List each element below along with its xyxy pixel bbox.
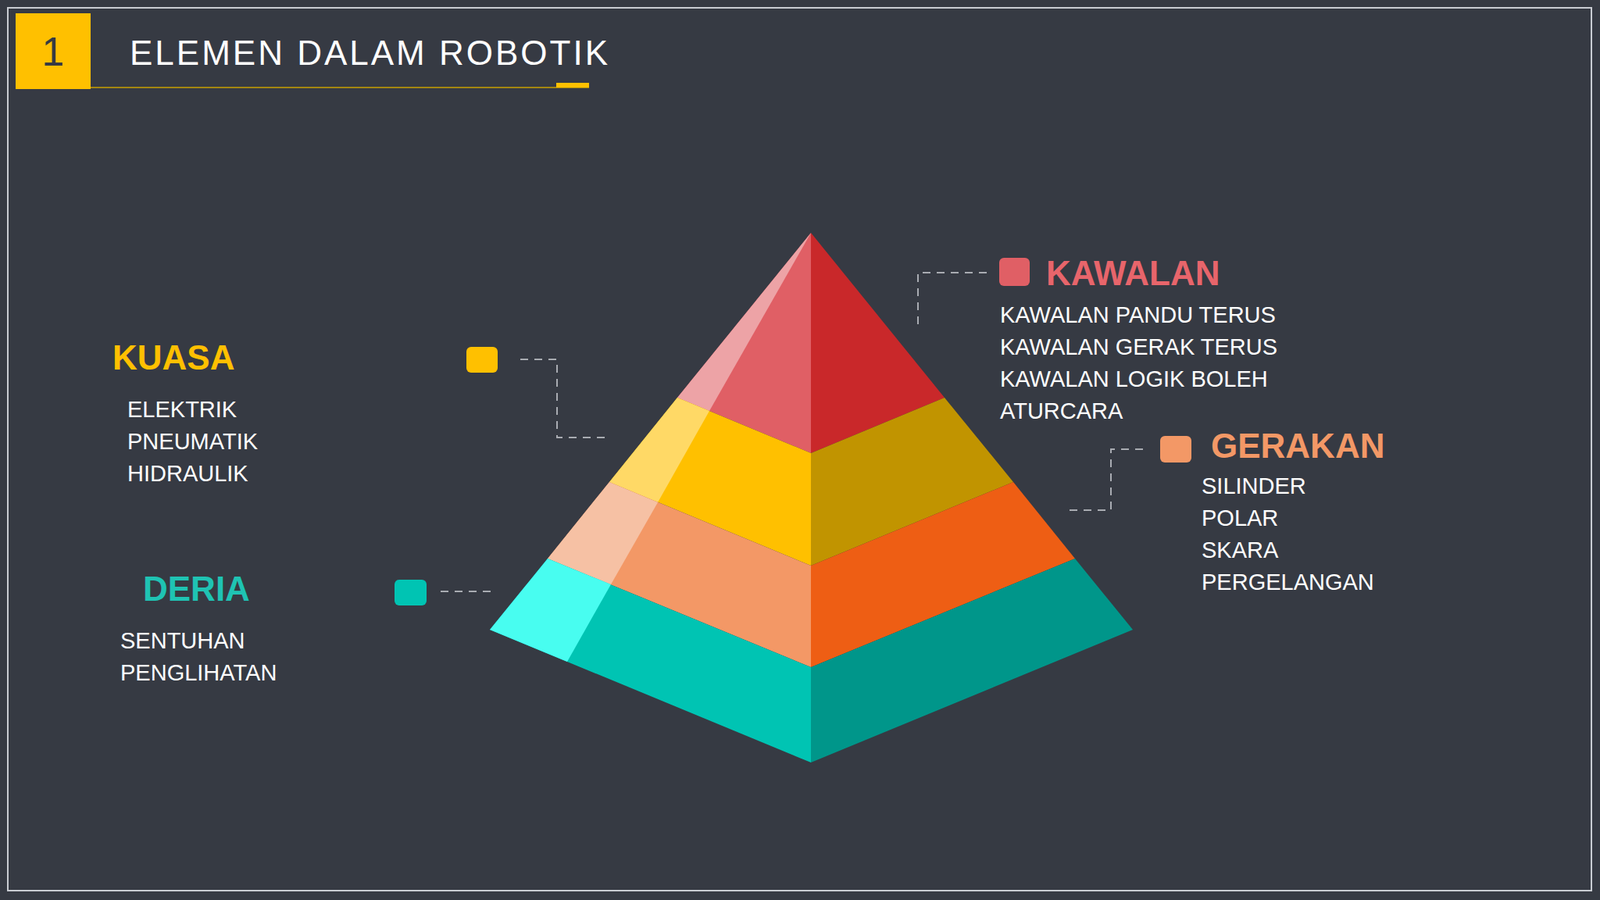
color-swatch xyxy=(1160,435,1192,463)
list-item: SENTUHAN xyxy=(120,625,281,658)
pyramid-highlight xyxy=(489,558,611,662)
list-item: KAWALAN PANDU TERUS xyxy=(1000,299,1329,332)
list-item: POLAR xyxy=(1201,502,1389,535)
list-item: ELEKTRIK xyxy=(127,393,262,426)
element-group: GERAKANSILINDERPOLARSKARAPERGELANGAN xyxy=(1201,425,1389,600)
list-item: PENGLIHATAN xyxy=(120,657,281,690)
callout-number: 1 xyxy=(42,28,65,75)
list-item: SILINDER xyxy=(1201,470,1389,503)
leader-line xyxy=(520,359,610,438)
list-item: HIDRAULIK xyxy=(127,457,262,490)
leader-line xyxy=(917,272,988,325)
pyramid-face xyxy=(810,558,1133,763)
element-group: KUASA ELEKTRIKPNEUMATIKHIDRAULIK xyxy=(112,337,262,492)
pyramid-highlight xyxy=(677,232,811,411)
pyramid-highlight xyxy=(609,397,710,503)
group-heading: DERIA xyxy=(142,568,281,610)
color-swatch xyxy=(466,346,498,373)
list-item: PERGELANGAN xyxy=(1201,566,1389,599)
leader-line xyxy=(440,590,497,593)
color-swatch xyxy=(999,257,1030,286)
leader-line xyxy=(1063,449,1143,511)
page-frame xyxy=(7,7,1592,891)
color-swatch xyxy=(394,579,427,606)
pyramid-face xyxy=(489,558,811,763)
list-item: KAWALAN LOGIK BOLEH ATURCARA xyxy=(1000,363,1329,428)
number-badge: 1 xyxy=(15,13,91,90)
element-group: DERIA SENTUHANPENGLIHATAN xyxy=(120,568,281,691)
list-item: PNEUMATIK xyxy=(127,425,262,458)
title-underline xyxy=(90,86,590,89)
slide-title: ELEMEN DALAM ROBOTIK xyxy=(129,32,611,74)
title-accent xyxy=(556,82,590,88)
list-item: SKARA xyxy=(1201,534,1389,567)
group-heading: KUASA xyxy=(112,337,262,379)
list-item: KAWALAN GERAK TERUS xyxy=(1000,331,1329,364)
group-heading: KAWALAN xyxy=(1046,253,1332,294)
group-heading: GERAKAN xyxy=(1210,425,1389,467)
element-group: KAWALAN KAWALAN PANDU TERUSKAWALAN GERAK … xyxy=(1000,253,1332,429)
